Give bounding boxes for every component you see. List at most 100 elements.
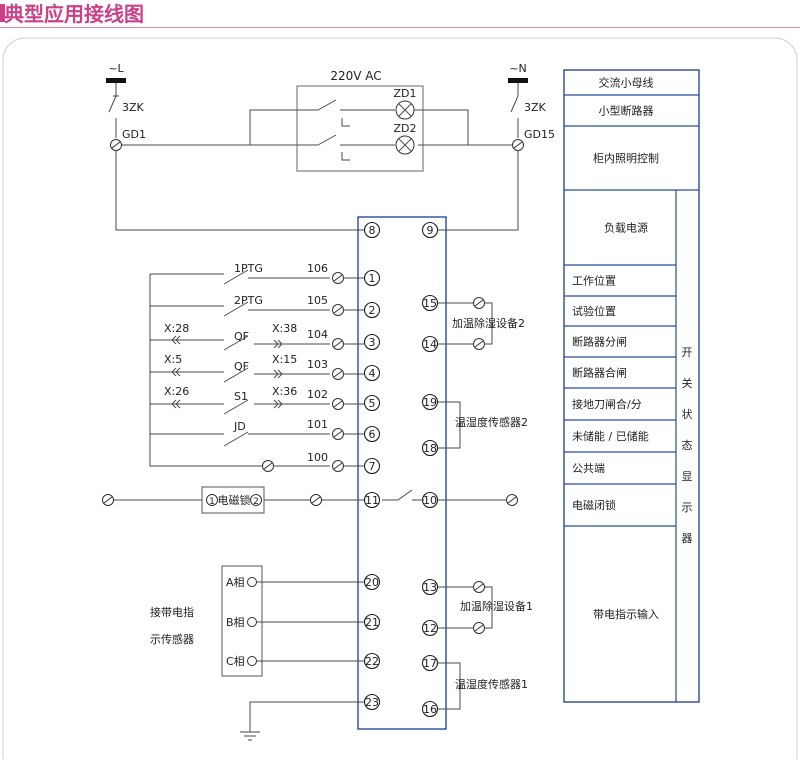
svg-text:22: 22 [365,655,379,668]
label-jd: JD [233,420,246,433]
terminal-gd1 [110,139,122,151]
label-102: 102 [307,388,328,401]
panel-vertical-char: 状 [682,407,693,421]
terminal-18: 18 [421,439,439,457]
label-220vac: 220V AC [330,69,381,83]
terminal-block [357,216,447,730]
terminal-5: 5 [363,394,381,412]
terminal-17: 17 [421,654,439,672]
terminal-22: 22 [363,652,381,670]
terminal-3: 3 [363,333,381,351]
svg-text:4: 4 [369,367,376,380]
label-103: 103 [307,358,328,371]
terminal-13: 13 [421,578,439,596]
label-live-2: 示传感器 [150,633,194,646]
terminal-8: 8 [363,221,381,239]
lock-pin-1: 1 [209,497,215,507]
svg-text:3: 3 [369,336,376,349]
sensor1-wiring [438,662,461,710]
switch-contacts [223,269,330,467]
status-panel [563,69,700,703]
terminal-16: 16 [421,700,439,718]
plug-connectors [171,335,283,409]
label-zd1: ZD1 [393,87,416,100]
label-x28: X:28 [164,322,189,335]
terminal-12: 12 [421,619,439,637]
ground-symbol [240,701,364,741]
panel-vertical-char: 器 [682,532,693,545]
lock-wire [114,489,506,501]
bus-bar-l [106,78,126,83]
label-gd15: GD15 [524,128,555,141]
label-2ptg: 2PTG [234,294,263,307]
terminal-11: 11 [363,491,381,509]
heater1-wiring [438,586,493,629]
terminal-9: 9 [421,221,439,239]
label-heater1: 加温除湿设备1 [460,599,533,613]
panel-vertical-char: 示 [682,501,693,514]
label-zk-l: 3ZK [122,101,145,114]
terminal-7: 7 [363,457,381,475]
label-x15: X:15 [272,353,297,366]
lock-pin-2: 2 [253,497,259,507]
phase-a: A相 [226,576,245,589]
terminal-23: 23 [363,693,381,711]
svg-text:12: 12 [423,622,437,635]
svg-text:10: 10 [423,494,437,507]
label-101: 101 [307,418,328,431]
label-x5: X:5 [164,353,182,366]
svg-text:5: 5 [369,397,376,410]
terminal-15: 15 [421,294,439,312]
label-x36: X:36 [272,385,297,398]
title-accent-bar [0,4,5,22]
svg-text:20: 20 [365,576,379,589]
terminal-1: 1 [363,269,381,287]
terminal-19: 19 [421,393,439,411]
label-live-1: 接带电指 [150,605,194,619]
panel-row-4: 负载电源 [604,221,648,235]
terminal-21: 21 [363,613,381,631]
terminal-gd15 [512,139,524,151]
label-104: 104 [307,328,328,341]
lock-label: 电磁锁 [218,493,251,507]
svg-text:15: 15 [423,297,437,310]
label-qf1: QF [234,330,249,343]
label-105: 105 [307,294,328,307]
label-100: 100 [307,451,328,464]
label-x38: X:38 [272,322,297,335]
label-qf2: QF [234,360,249,373]
phase-b: B相 [226,616,245,629]
svg-text:18: 18 [423,442,437,455]
svg-text:21: 21 [365,616,379,629]
terminal-10: 10 [421,491,439,509]
panel-row-12: 电磁闭锁 [572,498,616,512]
label-n: ~N [509,62,526,75]
label-x26: X:26 [164,385,189,398]
svg-text:8: 8 [369,224,376,237]
svg-text:14: 14 [423,338,437,351]
panel-vertical-char: 态 [682,439,693,452]
svg-text:16: 16 [423,703,437,716]
breaker-l [108,83,117,138]
label-106: 106 [307,262,328,275]
page-title: 典型应用接线图 [4,2,144,26]
panel-vertical-char: 关 [682,376,693,390]
label-l: ~L [108,62,124,75]
panel-row-9: 接地刀闸合/分 [572,397,642,411]
label-sensor2: 温湿度传感器2 [455,415,528,429]
terminal-6: 6 [363,425,381,443]
outer-frame [2,37,798,760]
lamp1-circuit [249,99,395,145]
sensor2-wiring [438,401,461,449]
heater2-wiring [438,302,493,345]
label-zd2: ZD2 [393,122,416,135]
label-gd1: GD1 [122,128,146,141]
panel-row-3: 柜内照明控制 [593,151,659,165]
svg-text:23: 23 [365,696,379,709]
svg-text:19: 19 [423,396,437,409]
phase-c: C相 [226,655,245,668]
label-s1: S1 [234,390,248,403]
svg-text:13: 13 [423,581,437,594]
breaker-r [510,83,519,138]
